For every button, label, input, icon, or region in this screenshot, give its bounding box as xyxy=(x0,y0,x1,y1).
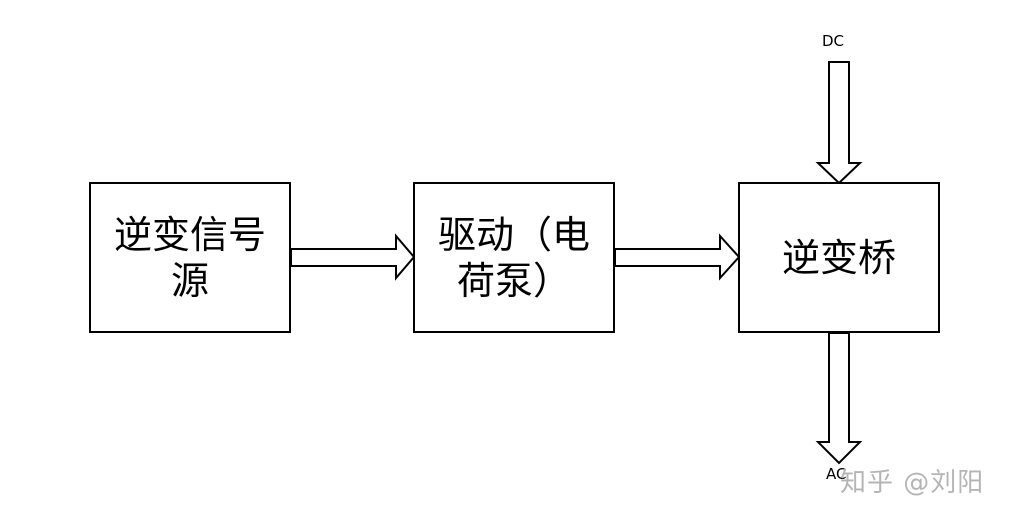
inverter-bridge-label: 逆变桥 xyxy=(781,235,896,280)
inverter-signal-source-block: 逆变信号源 xyxy=(89,182,291,333)
driver-charge-pump-label: 驱动（电荷泵） xyxy=(437,212,590,303)
dc-input-label: DC xyxy=(822,32,845,50)
driver-charge-pump-block: 驱动（电荷泵） xyxy=(413,182,615,333)
inverter-signal-source-label: 逆变信号源 xyxy=(113,212,266,303)
inverter-bridge-block: 逆变桥 xyxy=(738,182,940,333)
arrow-driver-to-bridge xyxy=(614,233,741,281)
arrow-dc-input xyxy=(815,61,863,185)
arrow-ac-output xyxy=(815,332,863,465)
arrow-source-to-driver xyxy=(290,233,416,281)
ac-output-label: AC xyxy=(826,465,847,483)
zhihu-watermark: 知乎 @刘阳 xyxy=(840,468,985,498)
